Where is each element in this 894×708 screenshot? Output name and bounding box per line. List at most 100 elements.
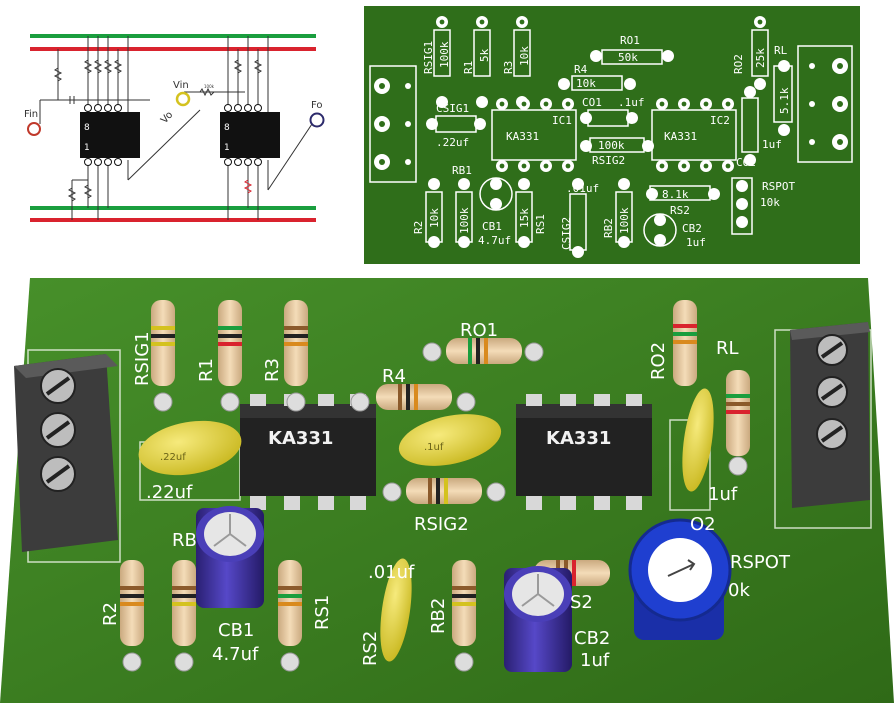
resistor-rl [726,370,750,476]
layout-value-rl: 5.1k [778,87,791,114]
layout-value-csig2: .01uf [566,182,599,195]
label-3d-r2: R2 [100,602,121,626]
vin-label: Vin [173,80,189,91]
schematic-resistors-2 [199,59,263,194]
schematic-wiring-2 [184,36,313,220]
layout-label-cb2: CB2 [682,222,702,235]
layout-label-r4: R4 [574,63,588,76]
pcb-layout-panel: RSIG1 100k R1 5k R3 10k RO1 50k R4 10k R… [364,6,860,264]
label-3d-rsig2: RSIG2 [414,514,469,535]
label-3d-rb2: RB2 [428,598,449,634]
electrolytic-cb1 [196,506,264,608]
output-terminal-block [790,322,870,508]
cap-co2 [682,388,714,492]
layout-label-rb1: RB1 [452,164,472,177]
schematic-resistors-1 [53,59,123,202]
pcb-3d-board: KA331 KA331 [0,278,894,703]
fo-terminal[interactable] [309,112,325,128]
schematic-res-label: 100k [204,84,215,89]
layout-part-ic2: KA331 [664,130,697,143]
schematic-ic1-pin8: 8 [84,123,90,133]
resistor-rb2 [452,560,476,672]
layout-value-ro2: 25k [754,48,767,68]
layout-output-terminal [797,45,853,163]
label-3d-rspot-value: 0k [728,580,750,601]
label-3d-rspot-ref: RSPOT [730,552,791,573]
vo-label: Vo [159,110,175,126]
electrolytic-cb2 [504,566,572,672]
label-3d-cb1-ref: CB1 [218,620,254,641]
layout-value-rsig1: 100k [438,41,451,68]
layout-value-rb2: 100k [618,207,631,234]
layout-value-rspot: 10k [760,196,780,209]
layout-part-ic1: KA331 [506,130,539,143]
layout-label-r2: R2 [412,221,425,234]
layout-label-co1: CO1 [582,96,602,109]
layout-value-ro1: 50k [618,51,638,64]
resistor-r4 [350,384,476,412]
cap-csig1: .22uf [138,420,242,476]
layout-label-ro1: RO1 [620,34,640,47]
ic2-part-label: KA331 [546,428,611,449]
layout-terminal-pads [374,58,848,170]
layout-value-rs1: 15k [518,208,531,228]
pcb-3d-render-panel: KA331 KA331 [0,270,894,703]
layout-label-rb2: RB2 [602,218,615,238]
label-3d-rl: RL [716,338,739,359]
ic1-chip: KA331 [240,394,376,510]
label-3d-co2-partial: O2 [690,514,716,535]
layout-label-rs2: RS2 [670,204,690,217]
layout-value-co2: 1uf [762,138,782,151]
cap-csig2 [380,558,412,662]
resistor-rsig2 [382,478,506,504]
layout-value-rb1: 100k [458,207,471,234]
vin-terminal[interactable] [175,91,191,107]
layout-ic1-outline [491,109,577,161]
resistor-r1 [218,300,242,412]
label-3d-cb2-ref: CB2 [574,628,610,649]
resistor-rsig1 [151,300,175,412]
label-3d-rsig1: RSIG1 [132,331,153,386]
label-3d-ro2: RO2 [648,342,669,380]
label-3d-cb2-value: 1uf [580,650,610,671]
layout-label-rsig2: RSIG2 [592,154,625,167]
layout-value-r4: 10k [576,77,596,90]
layout-silkscreen-labels: RSIG1 100k R1 5k R3 10k RO1 50k R4 10k R… [412,34,795,250]
cap-csig1-body-label: .22uf [160,452,186,463]
layout-ic2-outline [651,109,737,161]
ic1-part-label: KA331 [268,428,333,449]
label-3d-rs2: S2 [570,592,593,613]
fin-terminal[interactable] [27,122,41,136]
resistor-r3 [284,300,308,412]
fo-label: Fo [311,100,323,111]
resistor-ro1 [422,338,544,364]
layout-label-rspot: RSPOT [762,180,795,193]
resistor-rs1 [278,560,302,672]
layout-label-csig2: CSIG2 [560,217,573,250]
schematic-ic2-pin1: 1 [224,143,230,153]
layout-label-cb1: CB1 [482,220,502,233]
layout-pads [426,16,790,258]
resistor-r2 [120,560,144,672]
input-terminal-block [14,354,118,552]
layout-label-r1: R1 [462,61,475,74]
label-3d-r4: R4 [382,366,406,387]
layout-value-r1: 5k [478,48,491,62]
layout-value-co1: .1uf [618,96,645,109]
schematic-panel: 8 1 100k 8 1 Fin Vin Vo Fo [0,0,350,262]
label-3d-rs1: RS1 [312,595,333,630]
pcb-layout-substrate [364,6,860,264]
layout-label-ic2: IC2 [710,114,730,127]
label-3d-csig2-ref: RS2 [360,631,381,666]
schematic-ic1: 8 1 [80,104,140,166]
resistor-ro2 [673,300,697,386]
layout-value-r3: 10k [518,46,531,66]
schematic-ic2-pin8: 8 [224,123,230,133]
layout-value-csig1: .22uf [436,136,469,149]
layout-label-ic1: IC1 [552,114,572,127]
schematic-ic1-pin1: 1 [84,143,90,153]
layout-label-co2: CO2 [736,156,756,169]
layout-value-cb2: 1uf [686,236,706,249]
layout-label-ro2: RO2 [732,54,745,74]
potentiometer-rspot[interactable] [628,518,732,640]
